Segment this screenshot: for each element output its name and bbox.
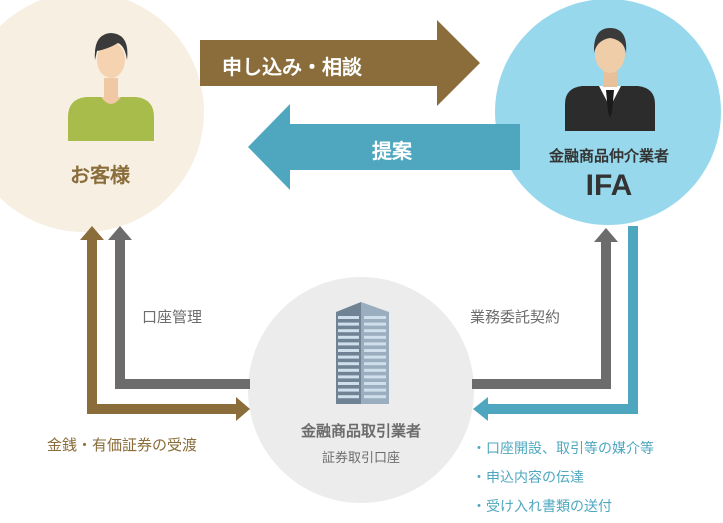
building-window-row [364, 342, 386, 346]
building-window-row [364, 329, 386, 333]
building-window-row [364, 355, 386, 359]
building-window-row [364, 382, 386, 385]
ifa-person-icon [565, 28, 655, 131]
ifa-title: 金融商品仲介業者 [548, 147, 669, 165]
money-transfer-arrowhead-up [80, 226, 104, 240]
business-contract-label: 業務委託契約 [470, 308, 561, 326]
application-arrow [200, 20, 480, 106]
building-window-row [364, 349, 386, 352]
building-window-row [364, 375, 386, 379]
ifa-to-broker-arrowhead [473, 397, 488, 421]
ifa-acronym: IFA [585, 169, 633, 202]
broker-subtitle: 証券取引口座 [321, 451, 400, 466]
building-window-row [338, 395, 359, 399]
building-window-row [364, 388, 386, 392]
building-window-row [338, 335, 359, 339]
building-window-row [364, 395, 386, 399]
application-label: 申し込み・相談 [222, 55, 362, 79]
building-window-row [338, 382, 359, 385]
ifa-service-item: ・申込内容の伝達 [472, 470, 584, 486]
building-window-row [338, 322, 359, 326]
account-management-arrowhead [108, 226, 132, 240]
money-transfer-arrowhead-right [236, 397, 250, 421]
account-management-arrow [115, 240, 250, 389]
broker-title: 金融商品取引業者 [300, 422, 421, 440]
ifa-service-item: ・口座開設、取引等の媒介等 [472, 441, 654, 457]
ifa-to-broker-arrow [488, 226, 638, 414]
proposal-label: 提案 [372, 139, 412, 163]
building-window-row [338, 342, 359, 346]
proposal-arrow [248, 104, 520, 190]
building-window-row [364, 368, 386, 372]
customer-label: お客様 [70, 163, 130, 187]
building-window-row [364, 362, 386, 366]
business-contract-arrowhead [594, 228, 618, 242]
business-contract-arrow [472, 242, 611, 389]
office-building-icon [336, 302, 389, 404]
account-management-label: 口座管理 [142, 308, 203, 326]
money-transfer-label: 金銭・有価証券の受渡 [47, 436, 198, 454]
building-window-row [338, 362, 359, 366]
building-window-row [338, 349, 359, 352]
ifa-service-item: ・受け入れ書類の送付 [472, 499, 612, 515]
building-window-row [338, 368, 359, 372]
building-window-row [338, 329, 359, 333]
customer-person-icon [68, 33, 154, 141]
building-window-row [338, 388, 359, 392]
building-window-row [364, 322, 386, 326]
building-window-row [338, 375, 359, 379]
building-window-row [338, 316, 359, 319]
building-window-row [338, 355, 359, 359]
money-transfer-arrow [87, 240, 236, 414]
ifa-services-list: ・口座開設、取引等の媒介等 ・申込内容の伝達 ・受け入れ書類の送付 [472, 435, 654, 522]
building-window-row [364, 335, 386, 339]
building-window-row [364, 316, 386, 319]
